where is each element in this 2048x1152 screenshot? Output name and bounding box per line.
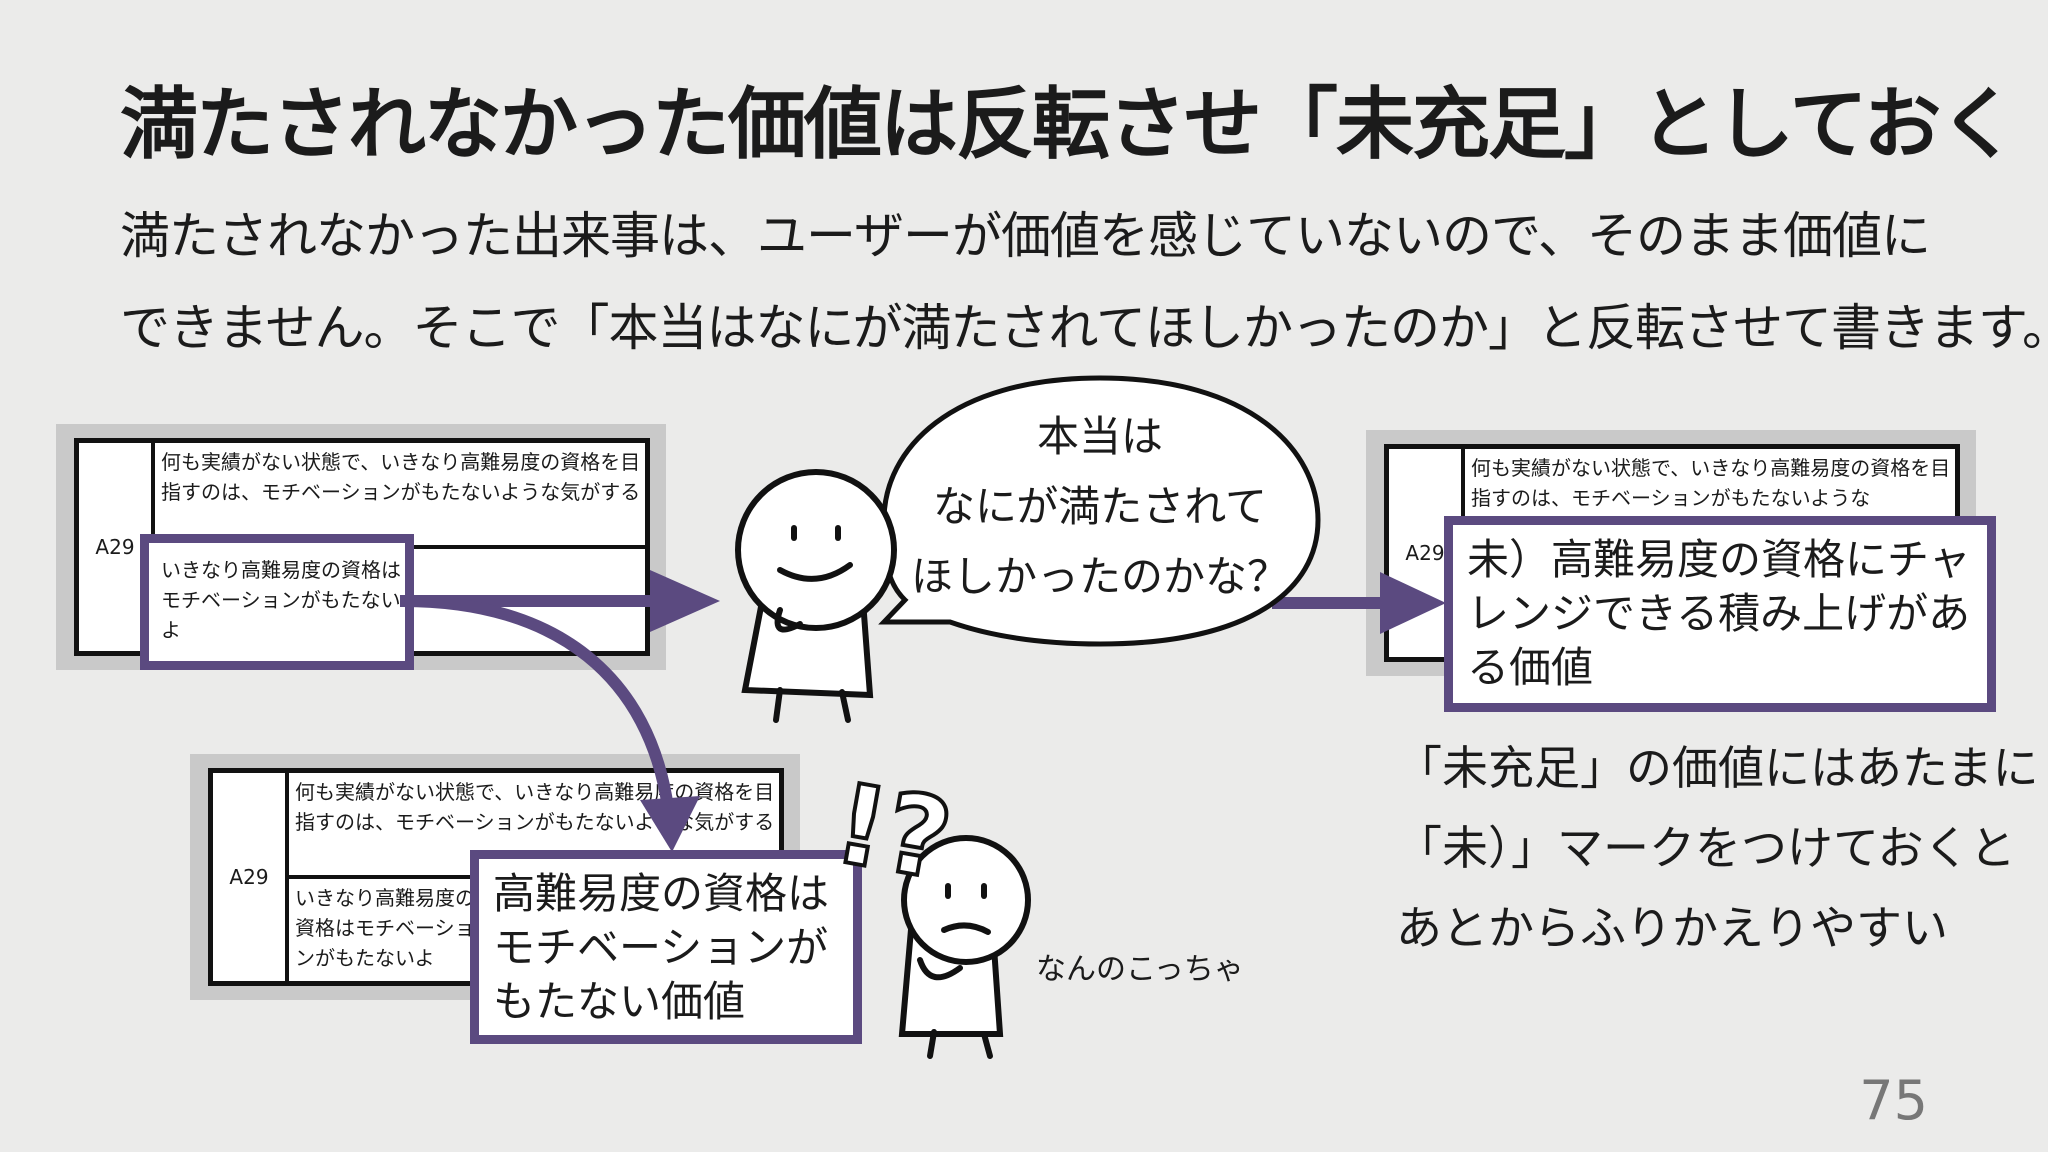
card-bottom-row2: いきなり高難易度の資格はモチベーションがもたないよ: [295, 886, 475, 970]
confused-caption: なんのこっちゃ: [1036, 952, 1244, 987]
bubble-line-3: ほしかったのかな？: [910, 552, 1289, 601]
arrow-right-icon-2: [1272, 572, 1446, 634]
bubble-line-1: 本当は: [1036, 412, 1163, 461]
card-left-row1: 何も実績がない状態で、いきなり高難易度の資格を目指すのは、モチベーションがもたな…: [151, 443, 645, 549]
note-line-3: あとからふりかえりやすい: [1396, 901, 1948, 955]
page-number: 75: [1859, 1069, 1928, 1132]
note-line-2: 「未）」マークをつけておくと: [1396, 821, 2016, 875]
body-line-2: できません。そこで「本当はなにが満たされてほしかったのか」と反転させて書きます。: [120, 299, 2048, 357]
curved-arrow-icon: [399, 594, 700, 852]
slide-title: 満たされなかった価値は反転させ「未充足」としておく: [120, 80, 2017, 170]
bubble-line-2: なにが満たされて: [933, 482, 1267, 531]
card-right-overlay: 未）高難易度の資格にチャレンジできる積み上げがある価値: [1444, 516, 1996, 712]
body-line-1: 満たされなかった出来事は、ユーザーが価値を感じていないので、そのまま価値に: [120, 207, 1931, 265]
card-bottom-overlay: 高難易度の資格はモチベーションがもたない価値: [470, 850, 862, 1044]
card-left: A29 何も実績がない状態で、いきなり高難易度の資格を目指すのは、モチベーション…: [56, 424, 666, 670]
card-left-highlight: いきなり高難易度の資格はモチベーションがもたないよ: [140, 534, 414, 670]
speech-bubble: [878, 375, 1321, 647]
confused-character-icon: [898, 835, 1031, 1059]
note-line-1: 「未充足」の価値にはあたまに: [1396, 741, 2039, 795]
exclamation-question-icon: !?: [824, 757, 962, 907]
thinking-character-icon: [735, 469, 897, 723]
